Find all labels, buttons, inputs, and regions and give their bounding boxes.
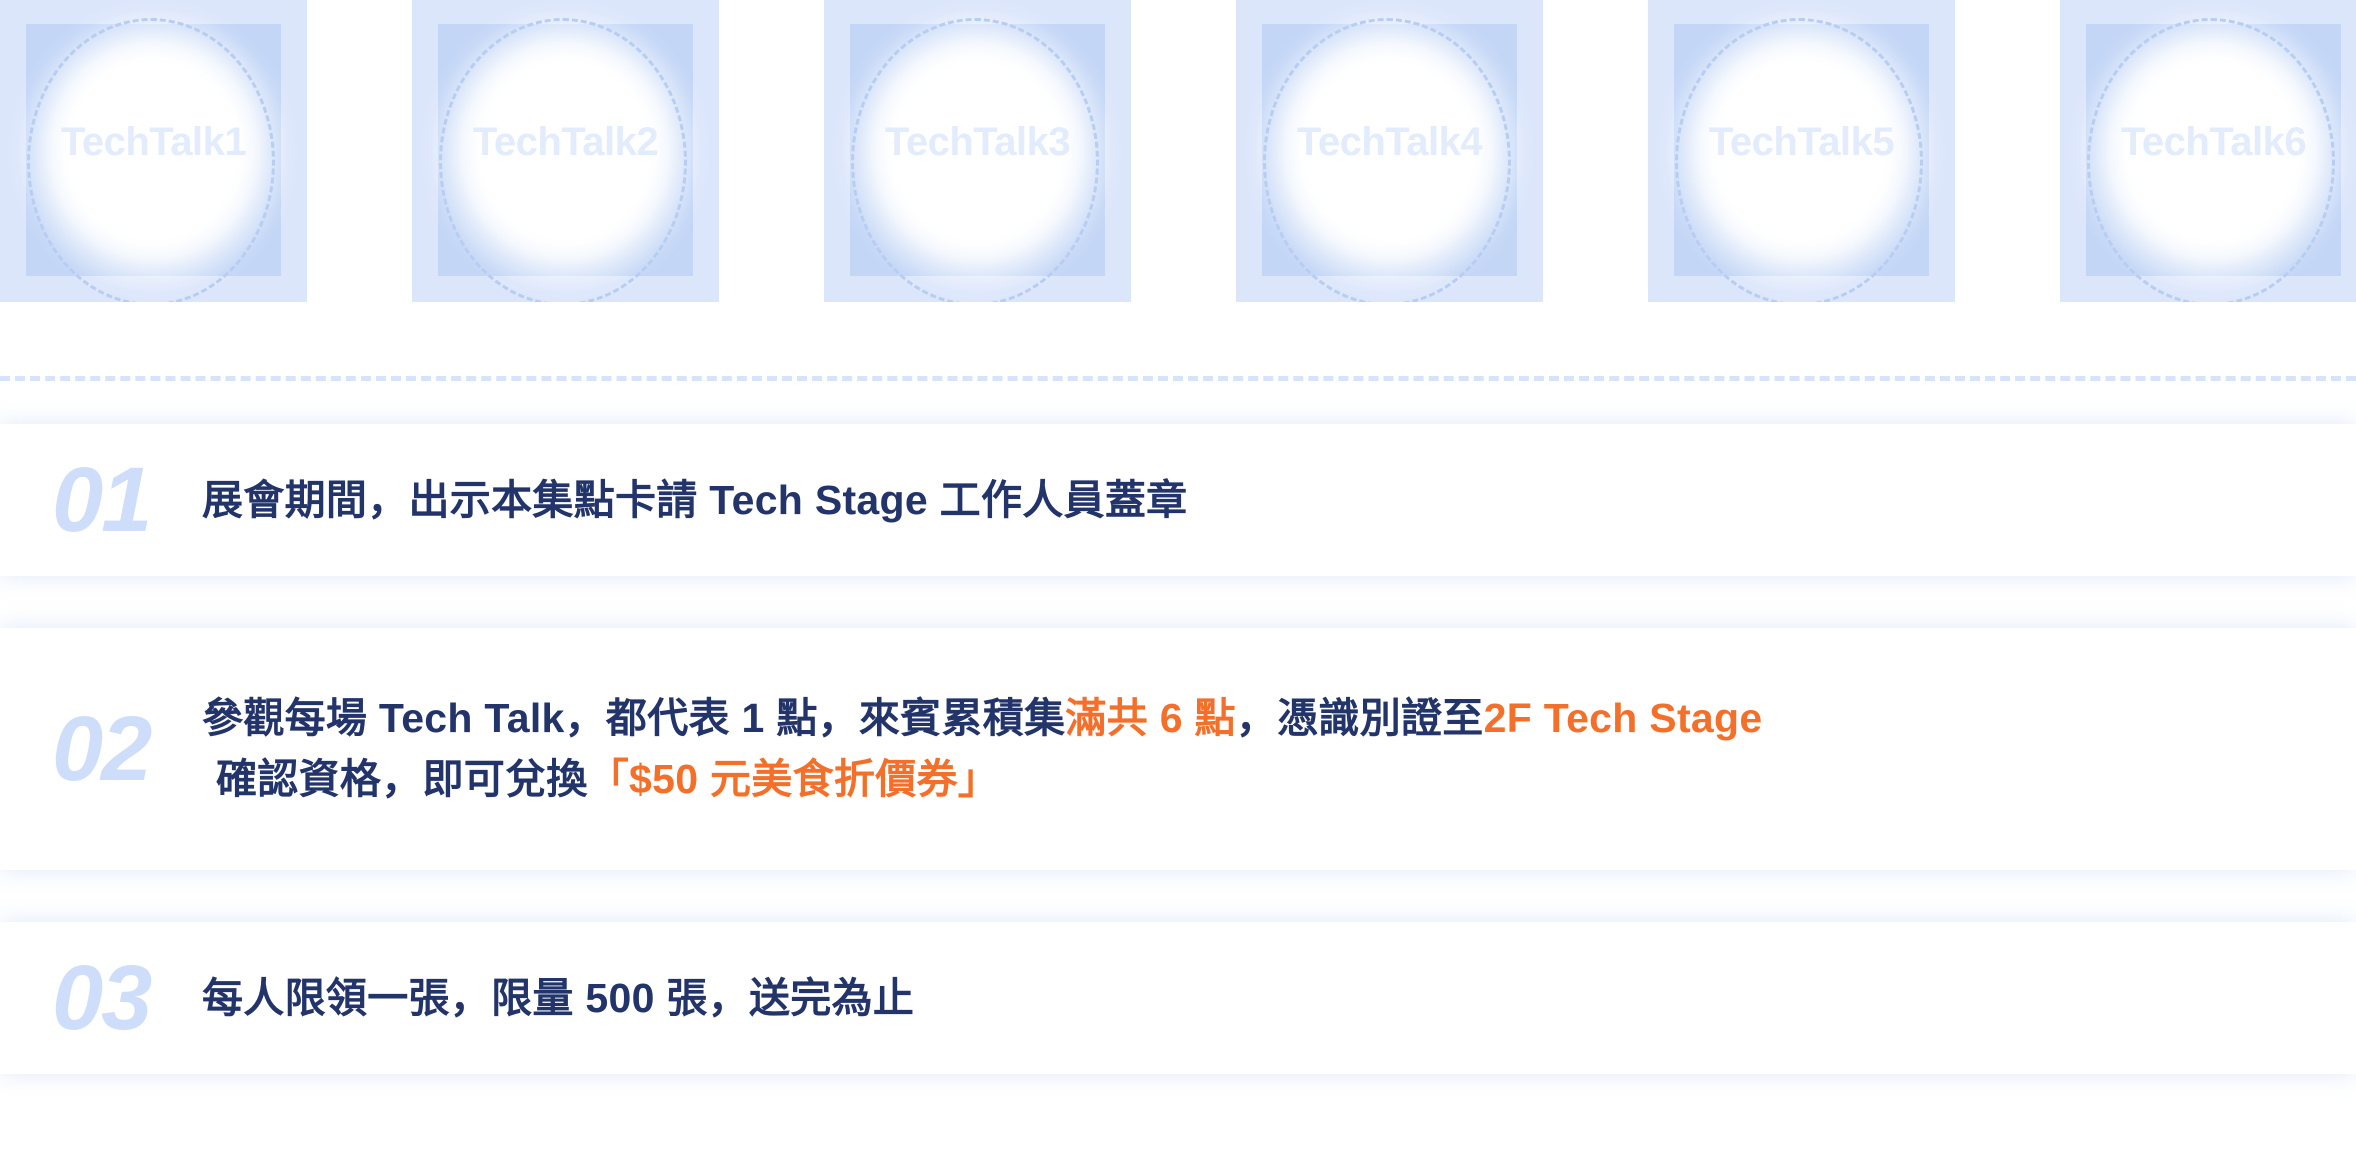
rule-line: 確認資格，即可兌換「$50 元美食折價券」: [202, 749, 2356, 810]
stamp-card-4[interactable]: TechTalk4: [1236, 0, 1543, 302]
rule-segment-highlight: 2F Tech Stage: [1483, 695, 1763, 742]
stamp-card-background: TechTalk6: [2060, 0, 2356, 302]
stamp-card-background: TechTalk1: [0, 0, 307, 302]
stamp-card-label: TechTalk6: [2120, 120, 2307, 164]
rule-text: 參觀每場 Tech Talk，都代表 1 點，來賓累積集滿共 6 點，憑識別證至…: [192, 688, 2356, 809]
stamp-card-dashed-circle: [1263, 18, 1511, 302]
rule-line: 參觀每場 Tech Talk，都代表 1 點，來賓累積集滿共 6 點，憑識別證至…: [202, 688, 2356, 749]
rule-segment: 每人限領一張，限量 500 張，送完為止: [202, 974, 915, 1021]
stamp-card-dashed-circle: [1675, 18, 1923, 302]
rule-item-03: 03 每人限領一張，限量 500 張，送完為止: [0, 922, 2356, 1074]
stamp-card-label: TechTalk3: [884, 120, 1071, 164]
stamp-card-label: TechTalk5: [1708, 120, 1895, 164]
rule-segment: 參觀每場 Tech Talk，都代表 1 點，來賓累積集: [202, 695, 1066, 742]
stamp-card-background: TechTalk2: [412, 0, 719, 302]
rule-segment: ，憑識別證至: [1235, 695, 1484, 742]
stamp-card-dashed-circle: [439, 18, 687, 302]
rules-list: 01 展會期間，出示本集點卡請 Tech Stage 工作人員蓋章 02 參觀每…: [0, 424, 2356, 1074]
stamp-card-3[interactable]: TechTalk3: [824, 0, 1131, 302]
stamp-card-label: TechTalk2: [472, 120, 659, 164]
rule-segment: 確認資格，即可兌換: [216, 756, 588, 802]
stamp-card-background: TechTalk4: [1236, 0, 1543, 302]
rule-number: 02: [52, 698, 152, 800]
rule-line: 展會期間，出示本集點卡請 Tech Stage 工作人員蓋章: [202, 470, 2356, 531]
rule-segment-highlight: 滿共 6 點: [1065, 695, 1236, 742]
rule-number: 01: [52, 449, 152, 551]
rule-text: 每人限領一張，限量 500 張，送完為止: [192, 968, 2356, 1029]
rule-item-02: 02 參觀每場 Tech Talk，都代表 1 點，來賓累積集滿共 6 點，憑識…: [0, 628, 2356, 870]
stamp-card-label: TechTalk4: [1296, 120, 1483, 164]
stamp-card-6[interactable]: TechTalk6: [2060, 0, 2356, 302]
stamp-card-background: TechTalk5: [1648, 0, 1955, 302]
rule-segment-highlight: 「$50 元美食折價券」: [587, 756, 1000, 802]
stamp-card-dashed-circle: [2087, 18, 2335, 302]
rule-number: 03: [52, 947, 152, 1049]
stamp-card-2[interactable]: TechTalk2: [412, 0, 719, 302]
stamp-card-dashed-circle: [27, 18, 275, 302]
stamp-card-1[interactable]: TechTalk1: [0, 0, 307, 302]
rule-item-01: 01 展會期間，出示本集點卡請 Tech Stage 工作人員蓋章: [0, 424, 2356, 576]
stamp-card-dashed-circle: [851, 18, 1099, 302]
rule-line: 每人限領一張，限量 500 張，送完為止: [202, 968, 2356, 1029]
dashed-divider-line: [0, 376, 2356, 381]
stamp-card-strip: TechTalk1 TechTalk2 TechTalk3 TechTalk4: [0, 0, 2356, 302]
rule-text: 展會期間，出示本集點卡請 Tech Stage 工作人員蓋章: [192, 470, 2356, 531]
section-divider: [0, 302, 2356, 424]
stamp-card-5[interactable]: TechTalk5: [1648, 0, 1955, 302]
stamp-card-background: TechTalk3: [824, 0, 1131, 302]
rule-segment: 展會期間，出示本集點卡請 Tech Stage 工作人員蓋章: [202, 476, 1188, 523]
stamp-card-label: TechTalk1: [60, 120, 247, 164]
